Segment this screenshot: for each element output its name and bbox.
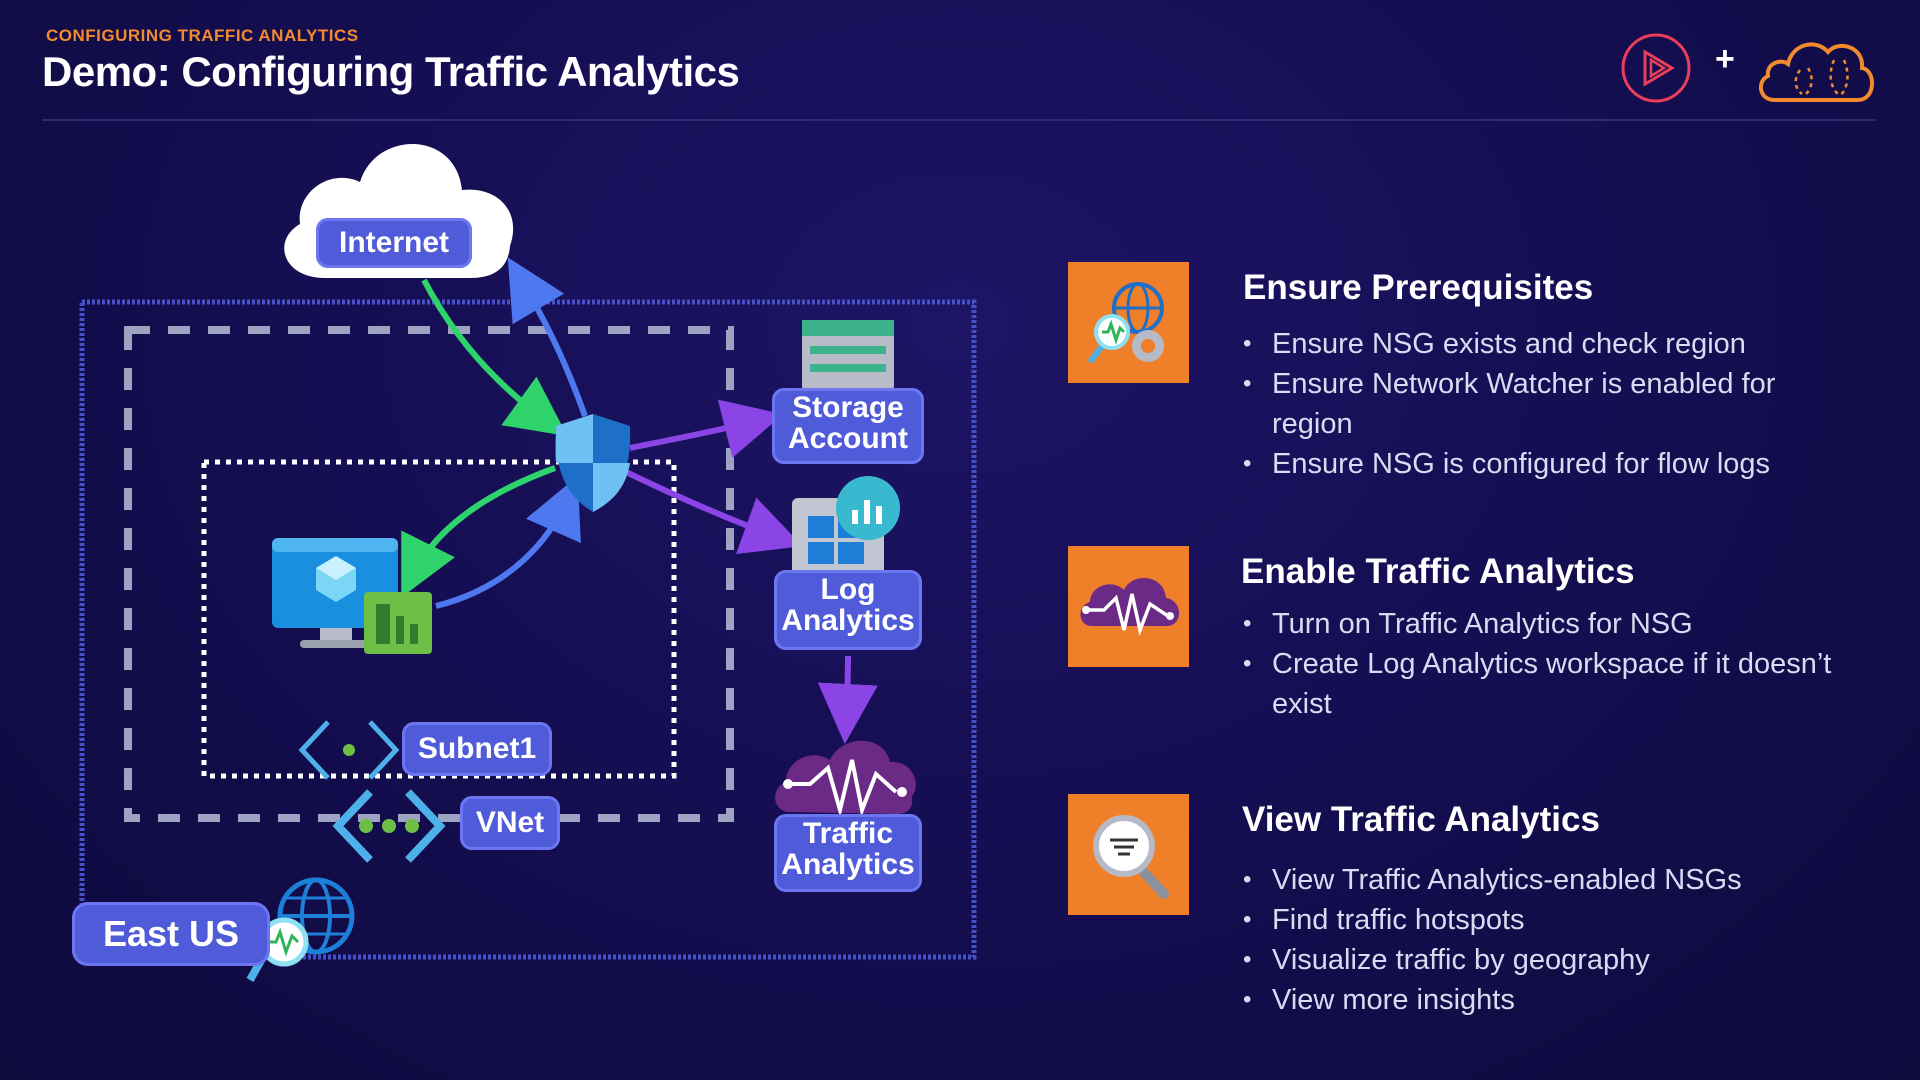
bullet-item: Ensure Network Watcher is enabled for re… <box>1243 364 1792 444</box>
header-divider <box>42 119 1876 121</box>
virtual-machine-icon <box>272 538 432 654</box>
arrow-internet-to-nsg <box>421 278 568 437</box>
arrow-nsg-to-storage <box>629 399 784 458</box>
bullet-item: View Traffic Analytics-enabled NSGs <box>1243 860 1892 900</box>
log-label-line1: Log <box>820 573 876 606</box>
arrow-nsg-to-internet <box>507 257 588 418</box>
pluralsight-logo-icon <box>1621 33 1691 103</box>
storage-account-icon <box>802 320 894 390</box>
storage-label-line1: Storage <box>792 391 904 424</box>
traffic-analytics-label: Traffic Analytics <box>774 814 922 892</box>
storage-account-label: Storage Account <box>772 388 924 464</box>
step-title: Enable Traffic Analytics <box>1241 552 1635 591</box>
internet-label: Internet <box>316 218 472 268</box>
bullet-item: Visualize traffic by geography <box>1243 940 1892 980</box>
bullet-item: Ensure NSG exists and check region <box>1243 324 1892 364</box>
step-bullets: Turn on Traffic Analytics for NSG Create… <box>1243 604 1892 724</box>
region-label: East US <box>72 902 270 966</box>
section-eyebrow: CONFIGURING TRAFFIC ANALYTICS <box>46 26 359 45</box>
subnet-icon <box>298 720 400 780</box>
network-watcher-globe-icon <box>246 877 355 982</box>
bullet-item: Ensure NSG is configured for flow logs <box>1243 444 1892 484</box>
vnet-boundary <box>124 326 734 822</box>
bullet-item: Create Log Analytics workspace if it doe… <box>1243 644 1832 724</box>
search-filter-icon <box>1093 815 1169 899</box>
arrow-nsg-to-vm <box>401 465 557 598</box>
view-tile <box>1068 794 1189 915</box>
log-label-line2: Analytics <box>781 604 915 637</box>
plus-sign: + <box>1715 40 1735 78</box>
step-title: View Traffic Analytics <box>1242 800 1600 839</box>
traffic-label-line1: Traffic <box>802 817 894 850</box>
log-analytics-label: Log Analytics <box>774 570 922 650</box>
traffic-label-line2: Analytics <box>781 848 915 881</box>
storage-label-line2: Account <box>788 422 908 455</box>
bullet-item: Turn on Traffic Analytics for NSG <box>1243 604 1892 644</box>
arrow-nsg-to-log-analytics <box>624 469 803 555</box>
traffic-analytics-cloud-icon <box>775 740 916 818</box>
vnet-icon <box>332 789 446 863</box>
cloud-guru-logo-icon <box>1758 42 1874 102</box>
traffic-analytics-icon <box>1080 578 1180 637</box>
enable-tile <box>1068 546 1189 667</box>
bullet-item: View more insights <box>1243 980 1892 1020</box>
nsg-shield-icon <box>555 414 631 512</box>
subnet-boundary <box>201 459 677 779</box>
log-analytics-icon <box>792 476 900 578</box>
arrow-vm-to-nsg <box>435 476 581 609</box>
prerequisites-tile <box>1068 262 1189 383</box>
step-bullets: Ensure NSG exists and check region Ensur… <box>1243 324 1892 484</box>
vnet-label: VNet <box>460 796 560 850</box>
architecture-diagram: Internet Storage Account Log Analytics T… <box>0 120 1000 1000</box>
step-bullets: View Traffic Analytics-enabled NSGs Find… <box>1243 860 1892 1020</box>
bullet-item: Find traffic hotspots <box>1243 900 1892 940</box>
arrow-log-to-traffic <box>817 655 878 744</box>
step-title: Ensure Prerequisites <box>1243 268 1594 307</box>
page-title: Demo: Configuring Traffic Analytics <box>42 48 740 95</box>
network-watcher-icon <box>1087 282 1164 364</box>
subnet-label: Subnet1 <box>402 722 552 776</box>
brand-logos: + <box>1620 28 1880 108</box>
